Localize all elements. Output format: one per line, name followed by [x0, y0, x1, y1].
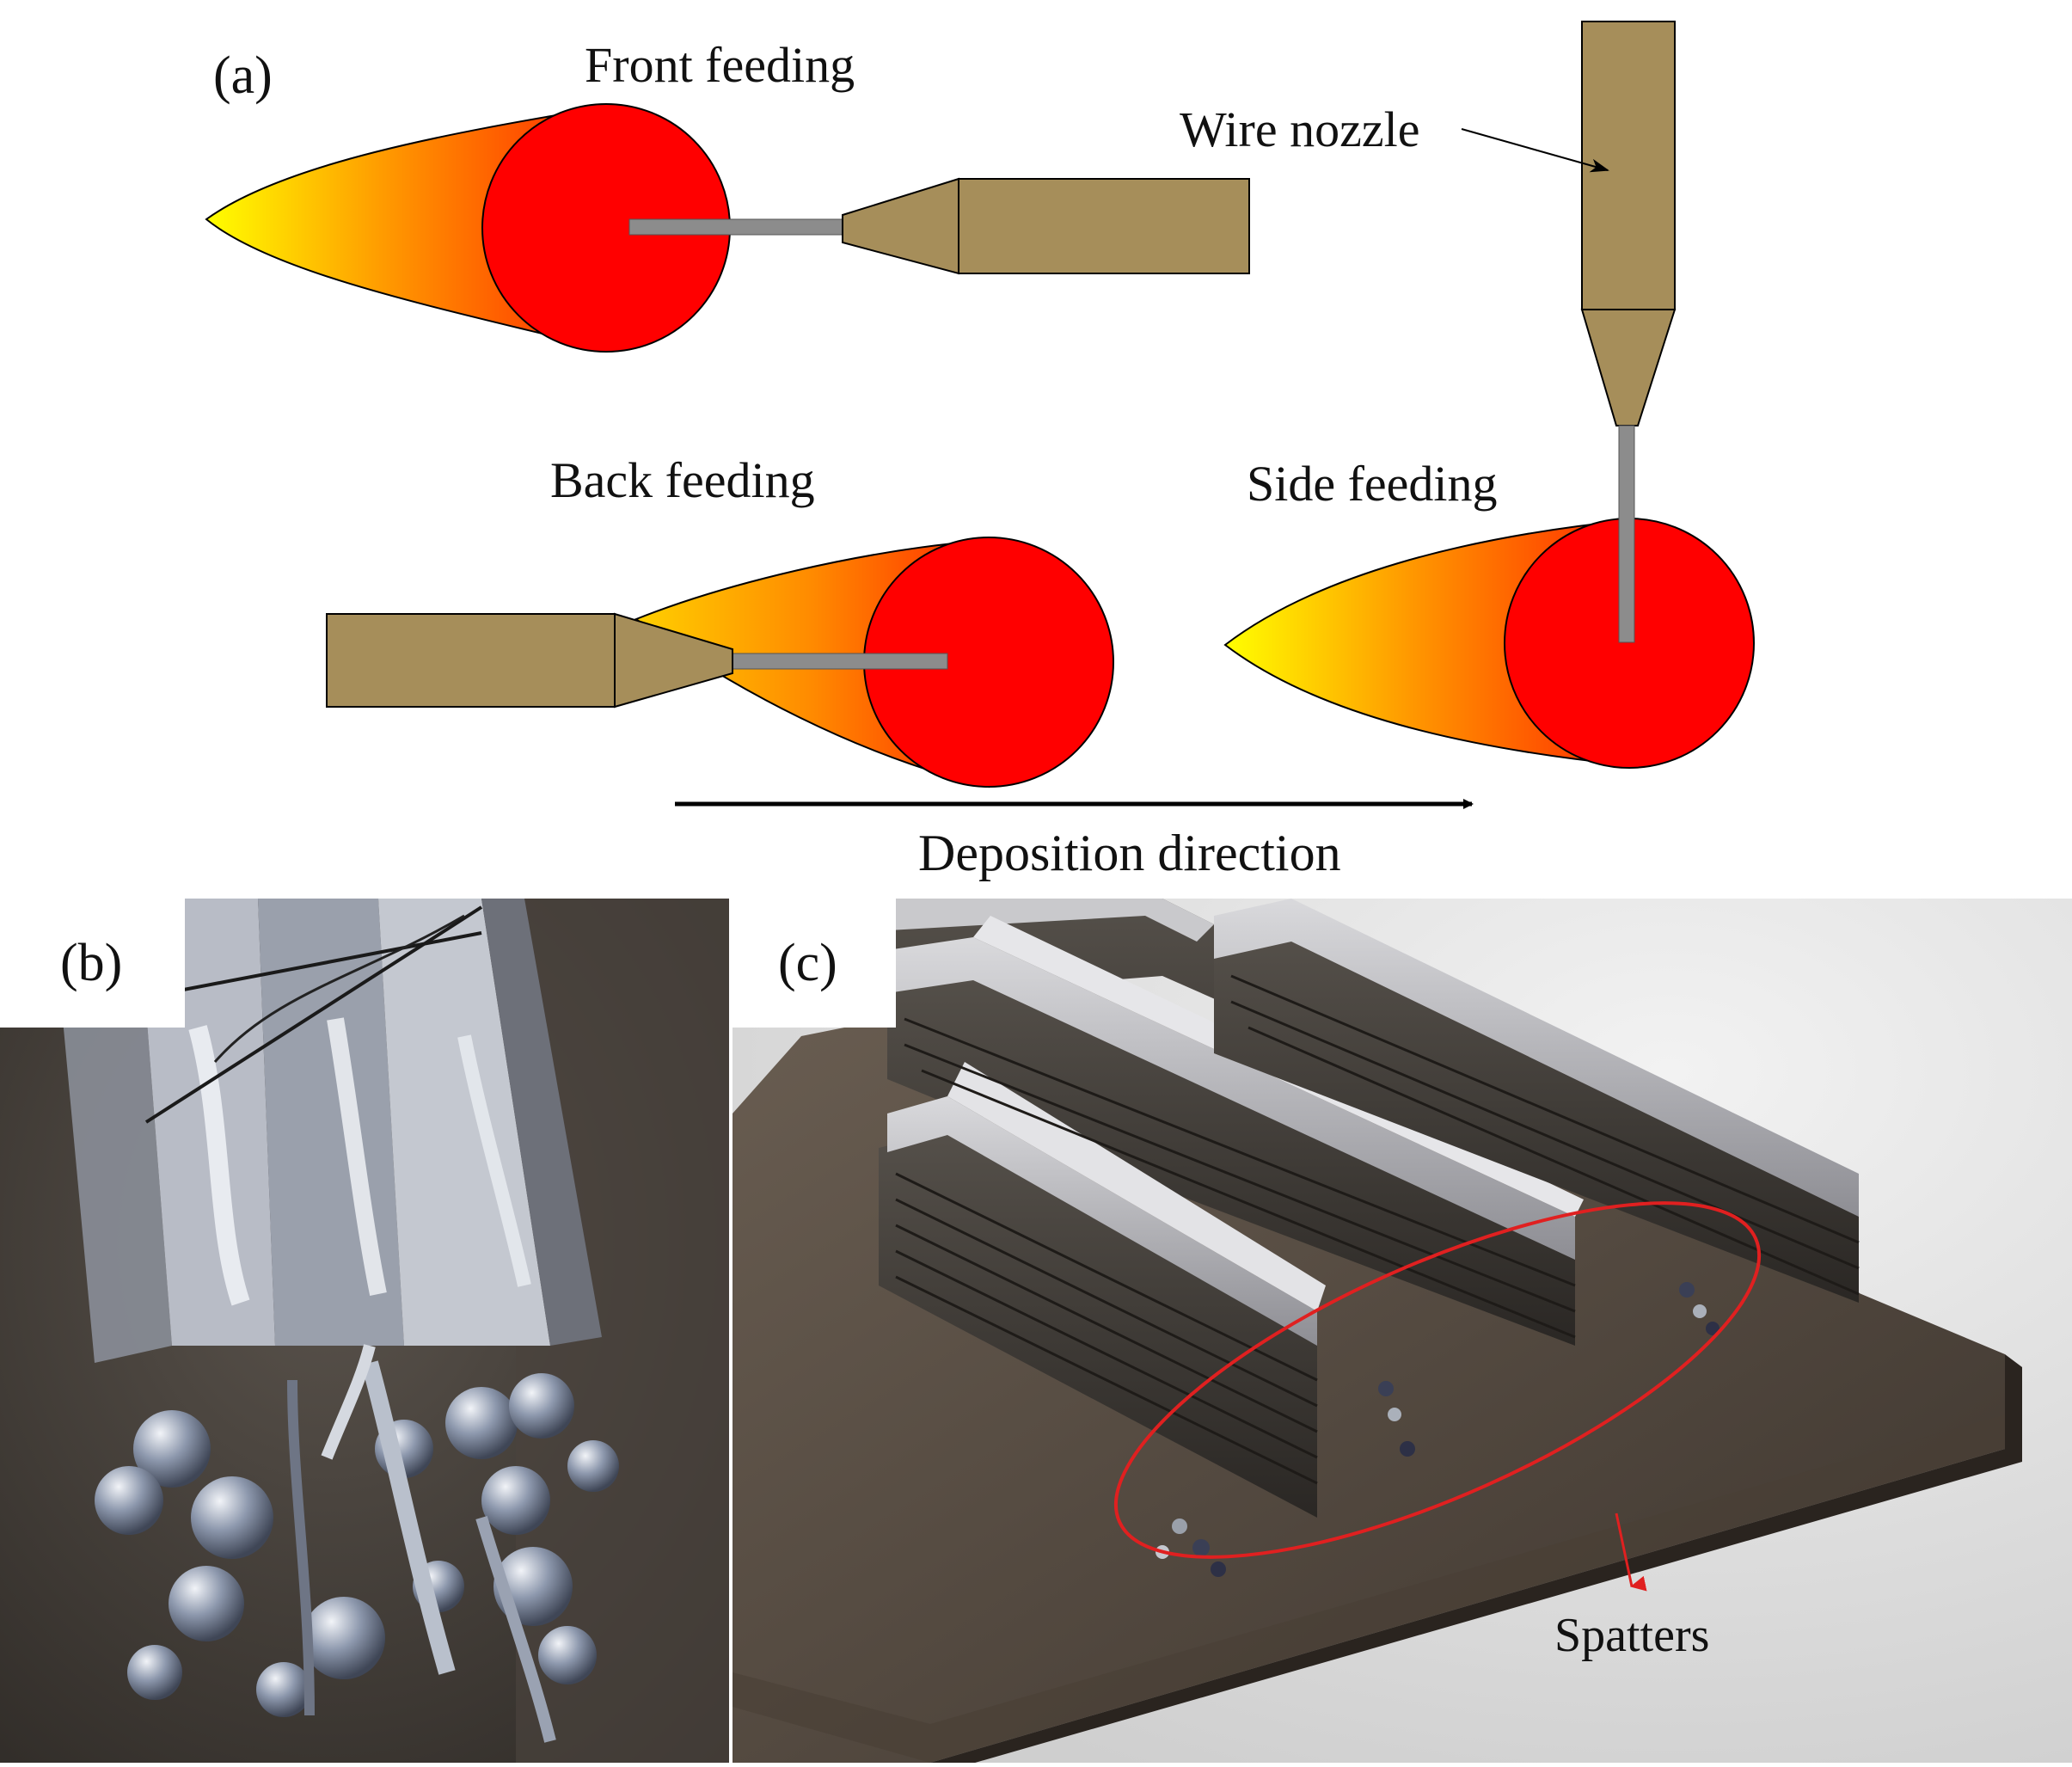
panel-c-tag-box	[733, 899, 896, 1028]
panel-a: (a) Front feeding Wire nozzle Back feedi…	[205, 21, 1755, 881]
front-nozzle-tip	[842, 177, 959, 275]
deposition-direction: Deposition direction	[675, 799, 1474, 881]
front-feeding-label: Front feeding	[585, 37, 855, 93]
panel-b-tag: (b)	[60, 934, 122, 992]
side-wire	[1618, 425, 1635, 643]
panel-b: (b)	[0, 899, 729, 1763]
spatter-beads	[1156, 1282, 1720, 1577]
back-wire	[730, 653, 948, 670]
side-nozzle-tip	[1580, 309, 1677, 426]
panel-c-tag: (c)	[778, 934, 837, 992]
front-feeding-diagram: Front feeding	[205, 37, 1250, 353]
front-nozzle-body	[958, 178, 1250, 274]
side-wire-nozzle: Wire nozzle	[1180, 21, 1677, 426]
back-nozzle-body	[326, 613, 616, 708]
front-wire	[628, 218, 845, 236]
wire-nozzle-label: Wire nozzle	[1180, 101, 1419, 157]
panel-c: (c) Spatters	[733, 899, 2072, 1763]
deposited-walls	[836, 899, 1860, 1518]
back-feeding-diagram: Back feeding	[326, 452, 1114, 788]
panel-b-tag-box	[0, 899, 185, 1028]
side-feeding-diagram: Side feeding	[1223, 425, 1755, 769]
panel-a-tag: (a)	[213, 46, 273, 105]
side-nozzle-body	[1581, 21, 1676, 310]
side-feeding-label: Side feeding	[1247, 456, 1498, 512]
spatter-ellipse	[1113, 1201, 1762, 1559]
spatters-label: Spatters	[1554, 1609, 1709, 1662]
wire-nozzle-pointer	[1461, 128, 1609, 173]
back-feeding-label: Back feeding	[550, 452, 815, 508]
spatter-pointer	[1615, 1512, 1647, 1592]
deposition-direction-label: Deposition direction	[918, 825, 1341, 881]
spatter-droplets	[95, 1344, 619, 1743]
